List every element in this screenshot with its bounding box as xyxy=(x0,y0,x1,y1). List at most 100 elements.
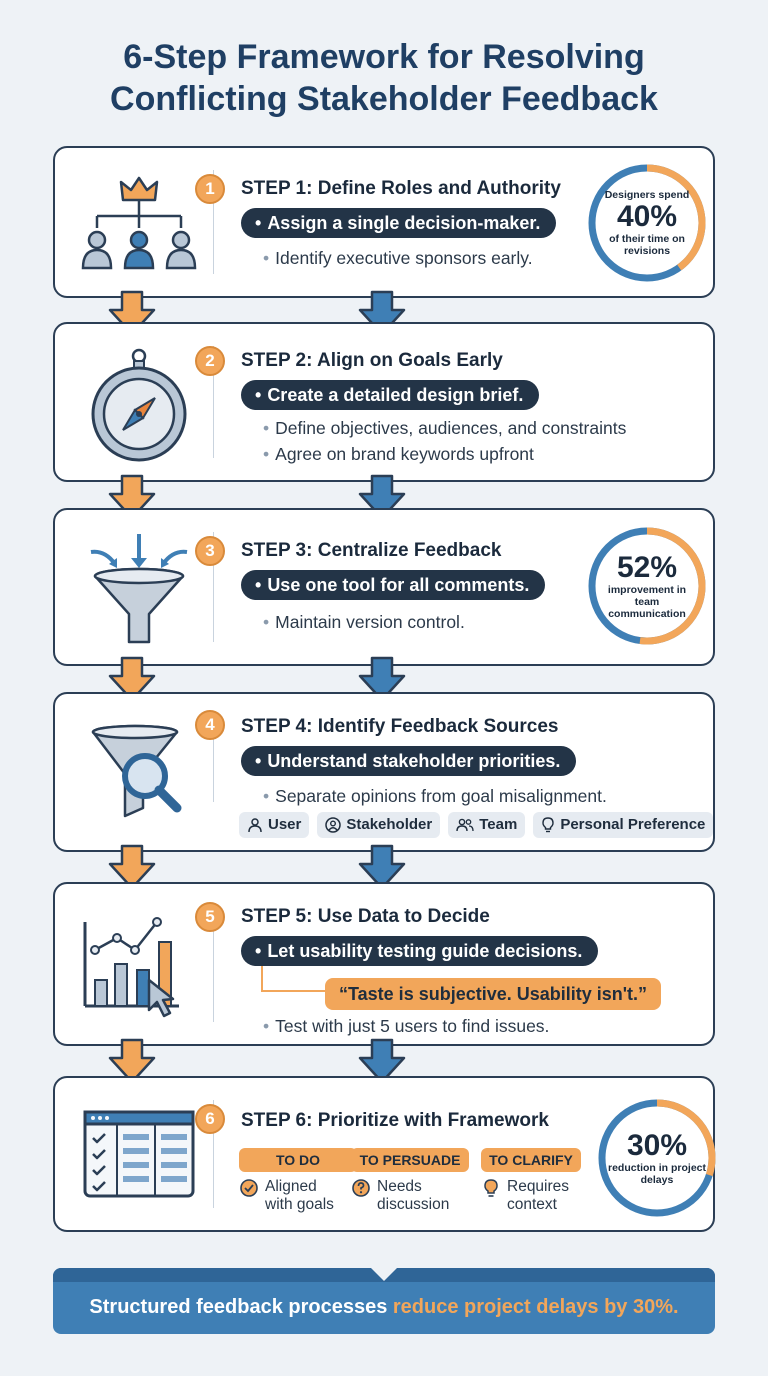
step-title: STEP 4: Identify Feedback Sources xyxy=(241,716,559,737)
category-label: TO DO xyxy=(239,1148,357,1172)
step-title: STEP 2: Align on Goals Early xyxy=(241,350,503,371)
divider xyxy=(213,906,214,1022)
step-number-badge: 2 xyxy=(195,346,225,376)
down-arrow-blue xyxy=(358,656,406,702)
step-1-card: 1 STEP 1: Define Roles and Authority •As… xyxy=(53,146,715,298)
step-highlight-text: Assign a single decision-maker. xyxy=(267,213,541,233)
step-title: STEP 1: Define Roles and Authority xyxy=(241,178,561,199)
question-circle-icon xyxy=(352,1179,370,1197)
step-highlight: •Understand stakeholder priorities. xyxy=(241,746,577,776)
chart-cursor-icon xyxy=(69,908,209,1024)
category-text: Aligned xyxy=(265,1178,317,1195)
stat-ring-30: 30% reduction in project delays xyxy=(595,1096,719,1220)
divider xyxy=(213,346,214,458)
stat-pre: Designers spend xyxy=(604,189,690,201)
funnel-magnifier-icon xyxy=(69,722,209,822)
user-icon xyxy=(248,818,262,833)
stat-post: improvement in team communication xyxy=(607,584,687,620)
page-title-line-1: 6-Step Framework for Resolving xyxy=(123,38,645,76)
step-3-card: 3 STEP 3: Centralize Feedback •Use one t… xyxy=(53,508,715,666)
divider xyxy=(213,716,214,802)
step-bullet: •Test with just 5 users to find issues. xyxy=(263,1016,550,1036)
step-bullet-text: Maintain version control. xyxy=(275,612,465,632)
category-text: context xyxy=(507,1196,557,1213)
summary-text-plain: Structured feedback processes xyxy=(89,1296,393,1318)
down-arrow-orange xyxy=(108,1038,156,1084)
step-number-badge: 3 xyxy=(195,536,225,566)
progress-ring xyxy=(598,1099,716,1217)
tag-label: Stakeholder xyxy=(346,816,433,833)
step-title: STEP 3: Centralize Feedback xyxy=(241,540,502,561)
stat-value: 30% xyxy=(626,1129,688,1162)
funnel-arrows-icon xyxy=(69,530,209,648)
step-highlight-text: Understand stakeholder priorities. xyxy=(267,751,561,771)
step-2-card: 2 STEP 2: Align on Goals Early •Create a… xyxy=(53,322,715,482)
feedback-source-tags: User Stakeholder Team Personal Preferenc… xyxy=(239,812,714,838)
step-bullet-text: Identify executive sponsors early. xyxy=(275,248,533,268)
lightbulb-icon xyxy=(542,817,555,833)
category-text: Needs xyxy=(377,1178,422,1195)
step-bullet: •Identify executive sponsors early. xyxy=(263,248,533,268)
step-number-badge: 1 xyxy=(195,174,225,204)
step-bullet-text: Agree on brand keywords upfront xyxy=(275,444,534,464)
step-bullet-text: Separate opinions from goal misalignment… xyxy=(275,786,607,806)
tag-team: Team xyxy=(448,812,526,838)
category-label: TO PERSUADE xyxy=(351,1148,469,1172)
step-highlight: •Assign a single decision-maker. xyxy=(241,208,557,238)
category-text: with goals xyxy=(265,1196,334,1213)
stakeholder-icon xyxy=(325,817,342,833)
step-5-card: 5 STEP 5: Use Data to Decide •Let usabil… xyxy=(53,882,715,1046)
checklist-board-icon xyxy=(69,1102,209,1206)
page-title-line-2: Conflicting Stakeholder Feedback xyxy=(110,80,658,118)
stat-ring-40: Designers spend 40% of their time on rev… xyxy=(585,161,709,285)
down-arrow-blue xyxy=(358,844,406,890)
step-bullet: •Define objectives, audiences, and const… xyxy=(263,418,627,438)
step-title: STEP 5: Use Data to Decide xyxy=(241,906,490,927)
step-highlight: •Use one tool for all comments. xyxy=(241,570,546,600)
page-title: 6-Step Framework for Resolving Conflicti… xyxy=(0,36,768,120)
step-bullet: •Maintain version control. xyxy=(263,612,465,632)
stat-value: 52% xyxy=(616,551,678,584)
step-6-card: 6 STEP 6: Prioritize with Framework TO D… xyxy=(53,1076,716,1232)
down-arrow-blue xyxy=(358,1038,406,1084)
divider xyxy=(213,532,214,642)
tag-label: Personal Preference xyxy=(560,816,706,833)
team-icon xyxy=(456,818,474,832)
down-arrow-orange xyxy=(108,844,156,890)
summary-text: Structured feedback processes reduce pro… xyxy=(53,1296,715,1319)
crown-hierarchy-icon xyxy=(69,170,209,280)
quote-connector xyxy=(261,966,325,992)
step-number-badge: 6 xyxy=(195,1104,225,1134)
tag-user: User xyxy=(239,812,310,838)
category-text: discussion xyxy=(377,1196,450,1213)
down-arrow-blue xyxy=(358,474,406,520)
stat-post: of their time on revisions xyxy=(609,233,685,257)
step-highlight: •Let usability testing guide decisions. xyxy=(241,936,599,966)
banner-notch xyxy=(371,1268,397,1281)
divider xyxy=(213,1100,214,1208)
step-number-badge: 4 xyxy=(195,710,225,740)
stat-value: 40% xyxy=(616,200,678,233)
tag-personal-preference: Personal Preference xyxy=(533,812,714,838)
progress-ring xyxy=(588,164,706,282)
step-number-badge: 5 xyxy=(195,902,225,932)
tag-label: Team xyxy=(479,816,518,833)
step-bullet: •Agree on brand keywords upfront xyxy=(263,444,534,464)
step-bullet-text: Test with just 5 users to find issues. xyxy=(275,1016,550,1036)
check-circle-icon xyxy=(240,1179,258,1197)
step-title: STEP 6: Prioritize with Framework xyxy=(241,1110,549,1131)
stat-post: reduction in project delays xyxy=(607,1162,706,1186)
summary-banner: Structured feedback processes reduce pro… xyxy=(53,1268,715,1334)
compass-icon xyxy=(69,346,209,470)
step-bullet-text: Define objectives, audiences, and constr… xyxy=(275,418,627,438)
lightbulb-icon xyxy=(484,1179,498,1197)
divider xyxy=(213,170,214,274)
step-highlight-text: Create a detailed design brief. xyxy=(267,385,524,405)
summary-text-highlight: reduce project delays by 30%. xyxy=(392,1296,679,1318)
quote-callout: “Taste is subjective. Usability isn't.” xyxy=(325,978,662,1010)
down-arrow-orange xyxy=(108,474,156,520)
down-arrow-orange xyxy=(108,656,156,702)
